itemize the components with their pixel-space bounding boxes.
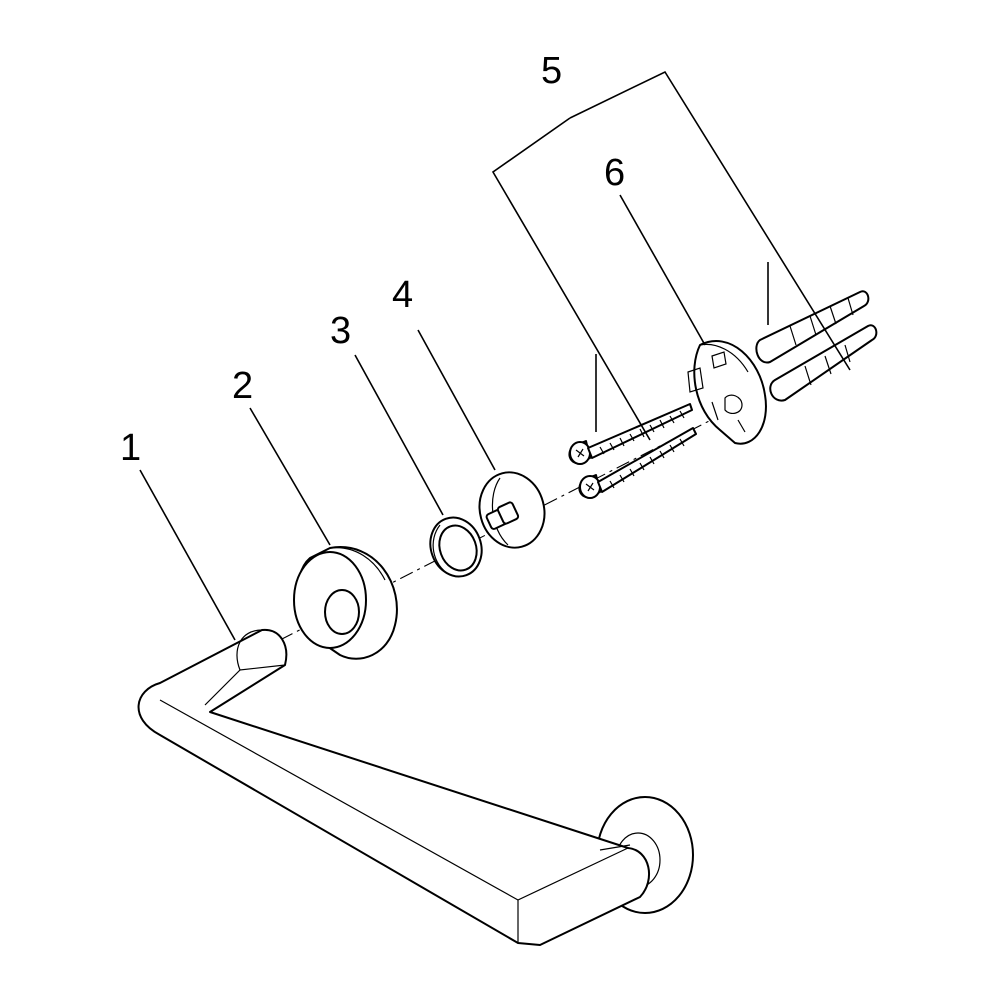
part-5-wall-plugs	[755, 290, 878, 402]
label-5: 5	[541, 50, 562, 92]
label-1: 1	[120, 427, 141, 469]
leader-2	[249, 407, 331, 546]
leader-5-right	[569, 70, 851, 371]
label-4: 4	[392, 274, 413, 316]
part-4-base-plate	[478, 471, 546, 549]
part-3-ring	[429, 516, 483, 578]
part-6-mounting-plate	[687, 340, 767, 445]
part-2-rosette	[293, 546, 398, 660]
label-6: 6	[604, 152, 625, 194]
leader-5-left	[491, 117, 651, 441]
leader-4	[417, 329, 496, 471]
part-1-handle-bar	[137, 628, 694, 946]
leader-1	[139, 469, 236, 641]
part-5-screws	[568, 403, 697, 499]
bar-body	[137, 628, 650, 946]
leader-6	[619, 194, 706, 346]
leader-3	[354, 354, 444, 516]
label-2: 2	[232, 365, 253, 407]
label-3: 3	[330, 310, 351, 352]
